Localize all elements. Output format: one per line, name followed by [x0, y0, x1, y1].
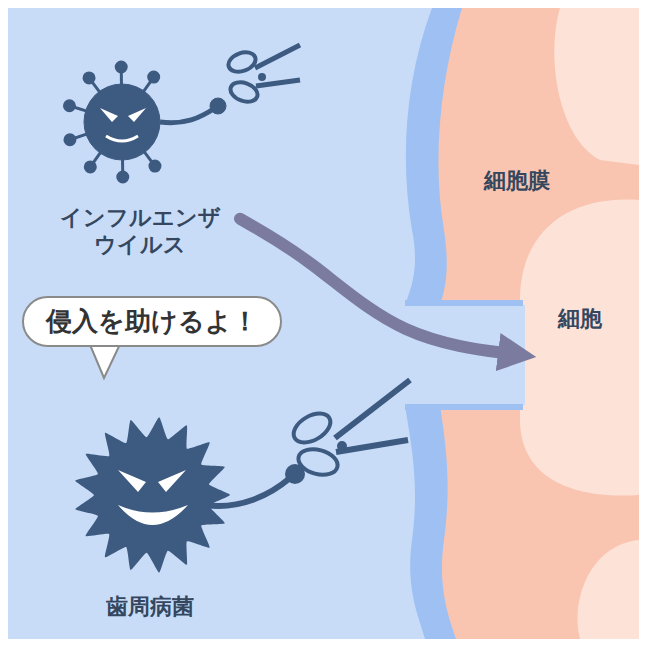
- cell-lobe: [554, 8, 639, 165]
- membrane-band: [405, 8, 639, 639]
- bubble-text: 侵入を助けるよ！: [46, 306, 258, 337]
- speech-bubble: 侵入を助けるよ！: [22, 296, 282, 347]
- node-label: インフルエンザ ウイルス: [45, 205, 235, 258]
- node-label: 歯周病菌: [106, 594, 194, 620]
- virus-node: インフルエンザ ウイルス: [40, 40, 240, 258]
- scissors: [289, 380, 410, 479]
- opening-edge: [405, 300, 523, 306]
- opening-edge: [405, 404, 523, 410]
- scissors: [226, 45, 300, 105]
- bacteria-node: 歯周病菌: [50, 400, 250, 620]
- virus-face: [100, 108, 146, 141]
- virus-figure: [64, 62, 226, 182]
- cell-lobe: [577, 540, 639, 639]
- ground: [8, 8, 639, 639]
- entry-arrow: [240, 219, 521, 355]
- node-label: 細胞: [558, 306, 602, 332]
- cell-node: 細胞: [535, 300, 625, 410]
- membrane-label: 細胞膜: [484, 166, 550, 196]
- bacteria-figure: [75, 417, 305, 572]
- cell-lobe: [520, 200, 639, 496]
